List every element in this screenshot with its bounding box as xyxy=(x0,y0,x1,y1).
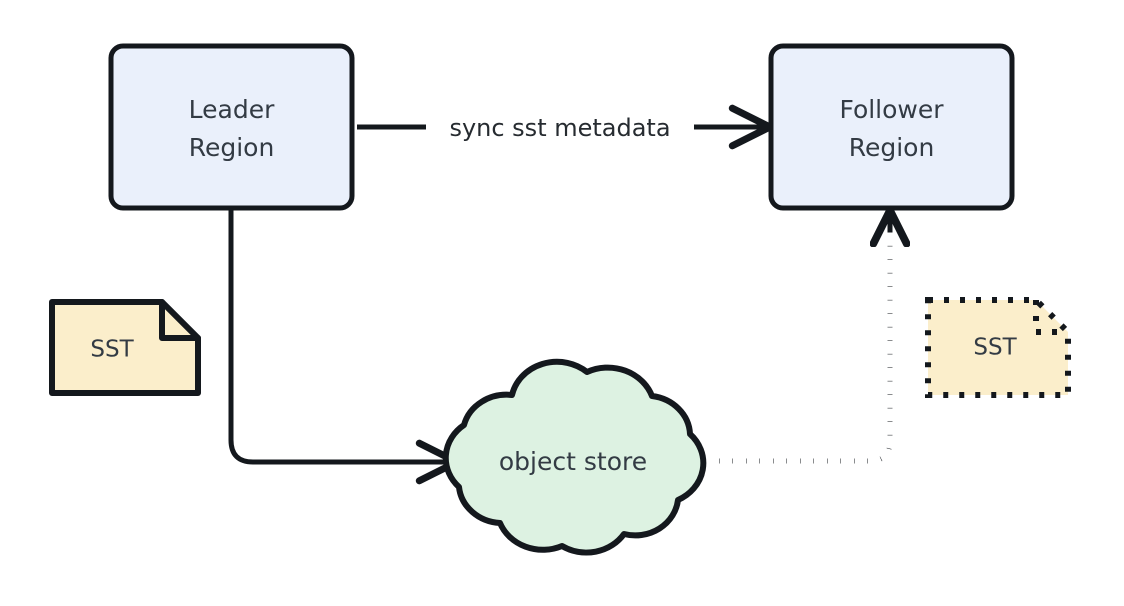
node-object-store[interactable]: object store xyxy=(442,358,707,556)
follower-region-label-line1: Follower xyxy=(839,95,944,124)
sst-follower-document-fill[interactable] xyxy=(928,300,1068,395)
follower-region-label-line2: Region xyxy=(849,133,935,162)
sst-leader-label: SST xyxy=(90,337,134,363)
object-store-cloud-shape[interactable] xyxy=(442,358,707,556)
sst-follower-document-shape[interactable] xyxy=(925,297,1071,398)
edge-sync-sst-metadata: sync sst metadata xyxy=(357,104,774,150)
leader-region-label-line2: Region xyxy=(189,133,275,162)
node-sst-follower[interactable]: SST xyxy=(925,297,1071,398)
node-sst-leader[interactable]: SST xyxy=(49,299,201,396)
sst-leader-fold-corner-icon xyxy=(159,299,201,341)
edge-upload-to-object-store xyxy=(228,210,461,485)
sync-edge-label: sync sst metadata xyxy=(449,114,670,142)
sst-follower-fold-corner-icon xyxy=(1033,300,1068,335)
follower-region-box[interactable] xyxy=(768,43,1015,211)
object-store-label: object store xyxy=(499,447,647,476)
leader-region-label-line1: Leader xyxy=(189,95,275,124)
node-follower-region[interactable]: Follower Region xyxy=(768,43,1015,211)
sst-follower-label: SST xyxy=(973,335,1017,361)
upload-edge-line xyxy=(228,210,461,485)
fetch-edge-line xyxy=(692,222,893,464)
leader-region-box[interactable] xyxy=(108,43,355,211)
edge-fetch-from-object-store xyxy=(692,212,893,464)
node-leader-region[interactable]: Leader Region xyxy=(108,43,355,211)
